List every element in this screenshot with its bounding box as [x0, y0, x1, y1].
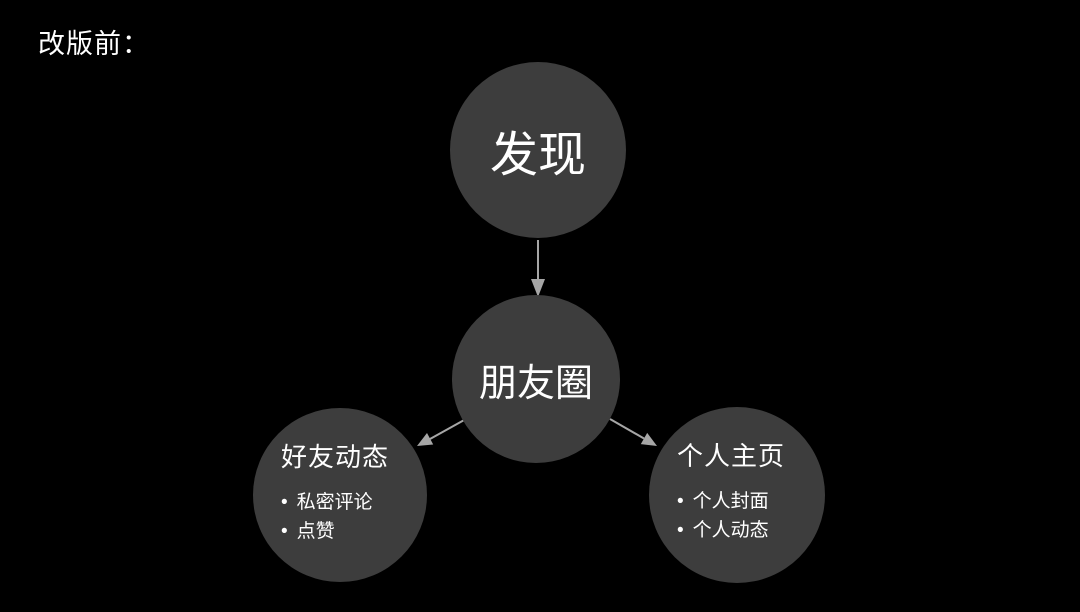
node-moments: 朋友圈 [452, 295, 620, 463]
node-friend-feed: 好友动态 • 私密评论 • 点赞 [253, 408, 427, 582]
node-profile: 个人主页 • 个人封面 • 个人动态 [649, 407, 825, 583]
profile-bullet-cover: 个人封面 [692, 491, 769, 512]
node-profile-title: 个人主页 [677, 441, 786, 471]
list-item: • 点赞 [281, 517, 411, 546]
friend-feed-bullet-private-comments: 私密评论 [296, 492, 373, 513]
bullet-icon: • [677, 520, 684, 541]
list-item: • 私密评论 [281, 488, 411, 517]
list-item: • 个人动态 [677, 516, 809, 545]
slide-title: 改版前： [38, 29, 150, 59]
node-moments-title: 朋友圈 [478, 362, 593, 405]
node-discover: 发现 [450, 62, 626, 238]
arrow-moments-to-friend-feed [429, 418, 467, 440]
friend-feed-bullet-likes: 点赞 [296, 521, 335, 542]
profile-bullet-list: • 个人封面 • 个人动态 [677, 487, 809, 545]
friend-feed-bullet-list: • 私密评论 • 点赞 [281, 488, 411, 546]
node-discover-title: 发现 [489, 129, 586, 182]
node-friend-feed-title: 好友动态 [281, 442, 390, 472]
list-item: • 个人封面 [677, 487, 809, 516]
arrow-moments-to-profile [609, 418, 645, 440]
arrowhead-moments-to-profile [640, 432, 657, 446]
bullet-icon: • [677, 491, 684, 512]
arrowhead-discover-to-moments [531, 279, 545, 297]
arrowhead-moments-to-friend-feed [417, 433, 434, 446]
profile-bullet-feed: 个人动态 [692, 520, 769, 541]
bullet-icon: • [281, 492, 288, 513]
bullet-icon: • [281, 521, 288, 542]
